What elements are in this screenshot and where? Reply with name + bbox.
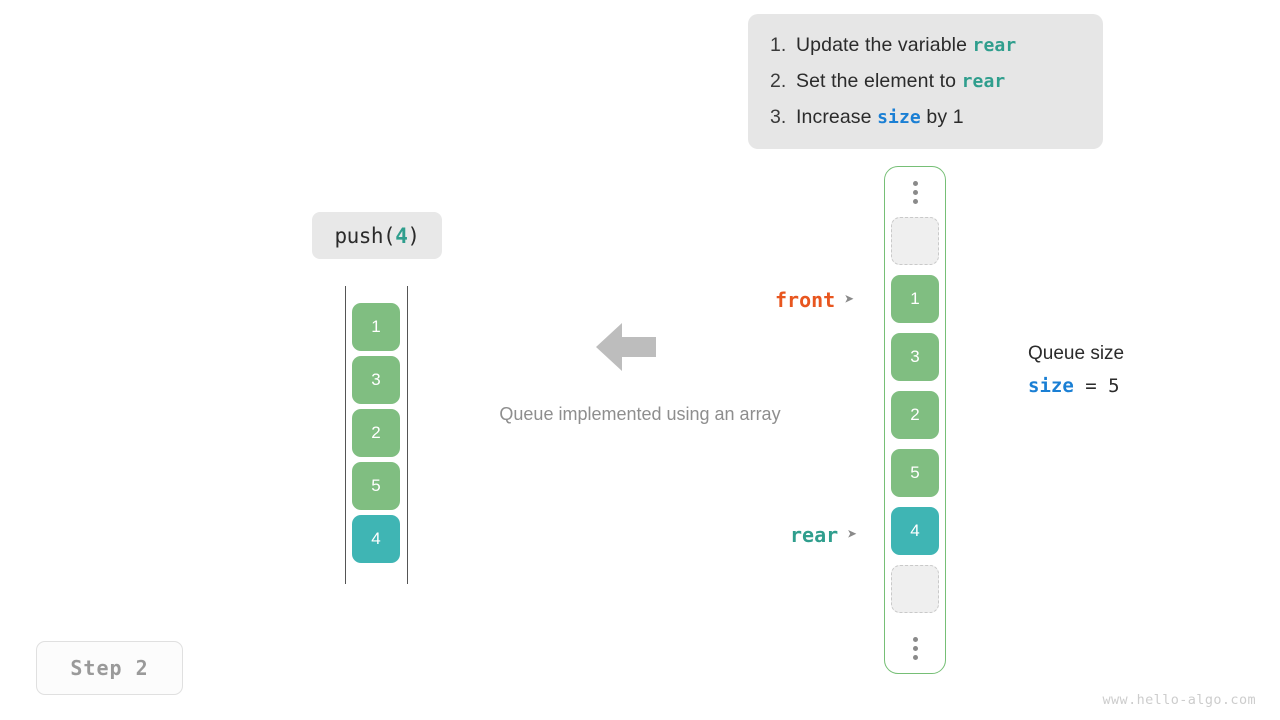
rear-pointer-arrow-icon: ➤ <box>847 524 858 545</box>
watermark: www.hello-algo.com <box>1102 692 1256 708</box>
instruction-number: 2. <box>770 70 787 92</box>
array-cell: 2 <box>352 409 400 457</box>
queue-size-variable: size <box>1028 375 1074 397</box>
instruction-item: 2. Set the element to rear <box>770 70 1103 106</box>
queue-slot: 2 <box>891 391 939 439</box>
operation-label: push(4) <box>312 212 442 259</box>
instruction-number: 3. <box>770 106 787 128</box>
queue-size-readout: Queue size size = 5 <box>1028 343 1124 397</box>
keyword-rear: rear <box>961 71 1006 92</box>
queue-size-value: 5 <box>1108 375 1120 397</box>
array-cells: 1 3 2 5 4 <box>352 303 400 568</box>
step-badge: Step 2 <box>36 641 183 695</box>
front-pointer-text: front <box>775 288 836 312</box>
operation-name: push( <box>334 223 396 248</box>
keyword-rear: rear <box>972 35 1017 56</box>
diagram-caption: Queue implemented using an array <box>499 404 781 424</box>
array-cell: 1 <box>352 303 400 351</box>
array-rail-right <box>407 286 408 584</box>
operation-argument: 4 <box>395 223 408 248</box>
instruction-panel: 1. Update the variable rear 2. Set the e… <box>748 14 1103 149</box>
circular-queue-column: 1 3 2 5 4 <box>884 166 946 674</box>
instruction-item: 1. Update the variable rear <box>770 34 1103 70</box>
keyword-size: size <box>877 107 921 128</box>
queue-size-expression: size = 5 <box>1028 375 1124 397</box>
left-array-diagram: 1 3 2 5 4 <box>344 286 410 584</box>
queue-size-equals: = <box>1073 375 1109 397</box>
queue-slot: 5 <box>891 449 939 497</box>
queue-size-title: Queue size <box>1028 343 1125 364</box>
instruction-text: Update the variable rear <box>796 34 1017 56</box>
operation-close-paren: ) <box>407 223 420 248</box>
queue-slot-highlighted: 4 <box>891 507 939 555</box>
array-cell: 3 <box>352 356 400 404</box>
rear-pointer-text: rear <box>790 523 839 547</box>
array-cell: 5 <box>352 462 400 510</box>
instruction-text: Increase size by 1 <box>796 106 964 128</box>
front-pointer-label: front ➤ <box>775 288 854 312</box>
array-rail-left <box>345 286 346 584</box>
instruction-number: 1. <box>770 34 787 56</box>
array-cell-highlighted: 4 <box>352 515 400 563</box>
vertical-dots-icon-top <box>912 167 918 217</box>
queue-slot: 3 <box>891 333 939 381</box>
queue-slot-empty <box>891 565 939 613</box>
instruction-text: Set the element to rear <box>796 70 1006 92</box>
queue-slot-empty <box>891 217 939 265</box>
front-pointer-arrow-icon: ➤ <box>844 289 855 310</box>
rear-pointer-label: rear ➤ <box>790 523 857 547</box>
vertical-dots-icon-bottom <box>912 623 918 673</box>
instruction-item: 3. Increase size by 1 <box>770 106 1103 142</box>
queue-slot: 1 <box>891 275 939 323</box>
left-arrow-icon <box>596 320 656 374</box>
